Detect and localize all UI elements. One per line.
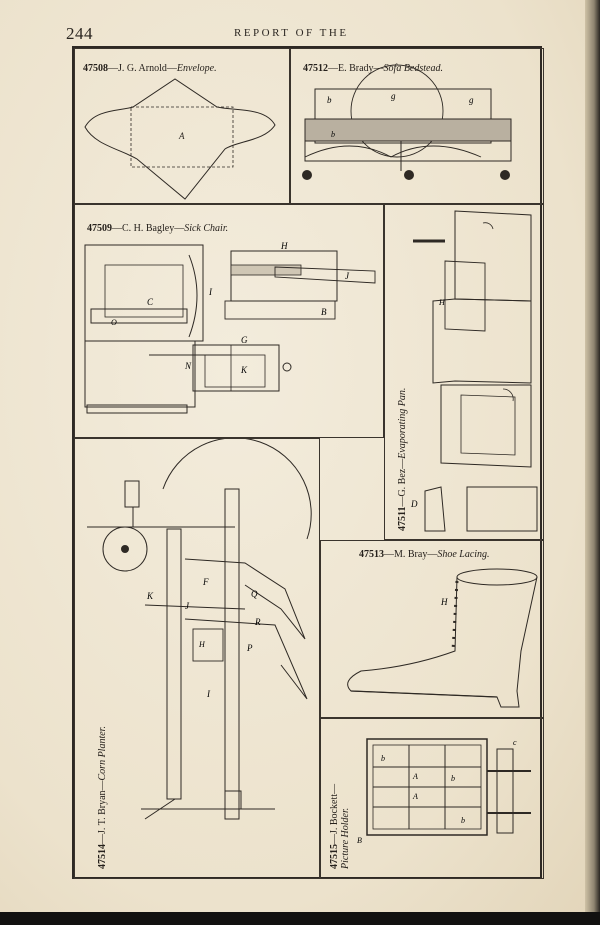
running-head: 244 REPORT OF THE <box>66 24 542 44</box>
book-page <box>0 0 585 912</box>
label-chair-g: G <box>241 335 248 345</box>
sick-chair-drawing: H J I C O B G N K <box>84 241 376 414</box>
sofa-bedstead-drawing: b g g b <box>302 64 512 180</box>
shoe-lacing-drawing: H <box>347 568 538 708</box>
page-edge <box>585 0 600 925</box>
label-pan-d: D <box>410 499 418 509</box>
running-header-title: REPORT OF THE <box>234 27 349 39</box>
label-sofa-g: g <box>391 91 396 101</box>
label-chair-c: C <box>147 297 154 307</box>
label-picture-b2: b <box>451 774 455 783</box>
label-planter-k: K <box>146 591 154 601</box>
label-chair-o: O <box>111 318 117 327</box>
label-pan-h: H <box>438 298 446 307</box>
label-picture-b3: b <box>461 816 465 825</box>
label-planter-f: F <box>202 577 209 587</box>
label-chair-h: H <box>280 241 288 251</box>
label-sofa-b: b <box>327 95 332 105</box>
label-planter-i: I <box>206 689 211 699</box>
label-sofa-b2: b <box>331 130 335 139</box>
panel-evaporating-pan: 47511—G. Bez—Evaporating Pan. H D <box>384 204 544 540</box>
label-chair-b: B <box>321 307 327 317</box>
evaporating-pan-drawing: H D <box>410 210 538 532</box>
caption-envelope: 47508—J. G. Arnold—Envelope. <box>83 63 217 74</box>
envelope-drawing: A <box>84 78 276 200</box>
label-chair-k: K <box>240 365 248 375</box>
label-picture-b4: B <box>357 836 362 845</box>
label-sofa-g2: g <box>469 95 474 105</box>
panel-sofa-bedstead: 47512—E. Brady—Sofa Bedstead. b g g b <box>290 48 544 204</box>
panel-envelope: 47508—J. G. Arnold—Envelope. A <box>74 48 290 204</box>
label-envelope-a: A <box>178 131 185 141</box>
picture-holder-drawing: b A b A b B c <box>357 738 531 845</box>
panel-sick-chair: 47509—C. H. Bagley—Sick Chair. H J I C O… <box>74 204 384 438</box>
label-picture-a2: A <box>412 792 418 801</box>
page-bottom-shadow <box>0 912 600 925</box>
label-picture-b1: b <box>381 754 385 763</box>
label-planter-p: P <box>246 643 253 653</box>
caption-sick-chair: 47509—C. H. Bagley—Sick Chair. <box>87 223 229 234</box>
label-planter-r: R <box>254 617 261 627</box>
label-planter-j: J <box>185 601 190 611</box>
label-chair-j: J <box>345 271 350 281</box>
plate-frame: 47508—J. G. Arnold—Envelope. A 47512—E. … <box>72 46 544 879</box>
label-planter-q: Q <box>251 589 258 599</box>
label-picture-a1: A <box>412 772 418 781</box>
panel-shoe-lacing: 47513—M. Bray—Shoe Lacing. H <box>320 540 544 718</box>
label-planter-h: H <box>198 640 206 649</box>
panel-corn-planter: 47514—J. T. Bryan—Corn Planter. K J F Q … <box>74 438 320 879</box>
caption-shoe-lacing: 47513—M. Bray—Shoe Lacing. <box>359 549 490 560</box>
panel-picture-holder: 47515—J. Bockett— Picture Holder. b A b … <box>320 718 544 879</box>
label-picture-c: c <box>513 738 517 747</box>
page-number: 244 <box>66 24 93 43</box>
corn-planter-drawing: K J F Q R P H I <box>87 439 312 820</box>
label-chair-i: I <box>208 287 213 297</box>
label-shoe-h: H <box>440 597 448 607</box>
label-chair-n: N <box>184 361 192 371</box>
